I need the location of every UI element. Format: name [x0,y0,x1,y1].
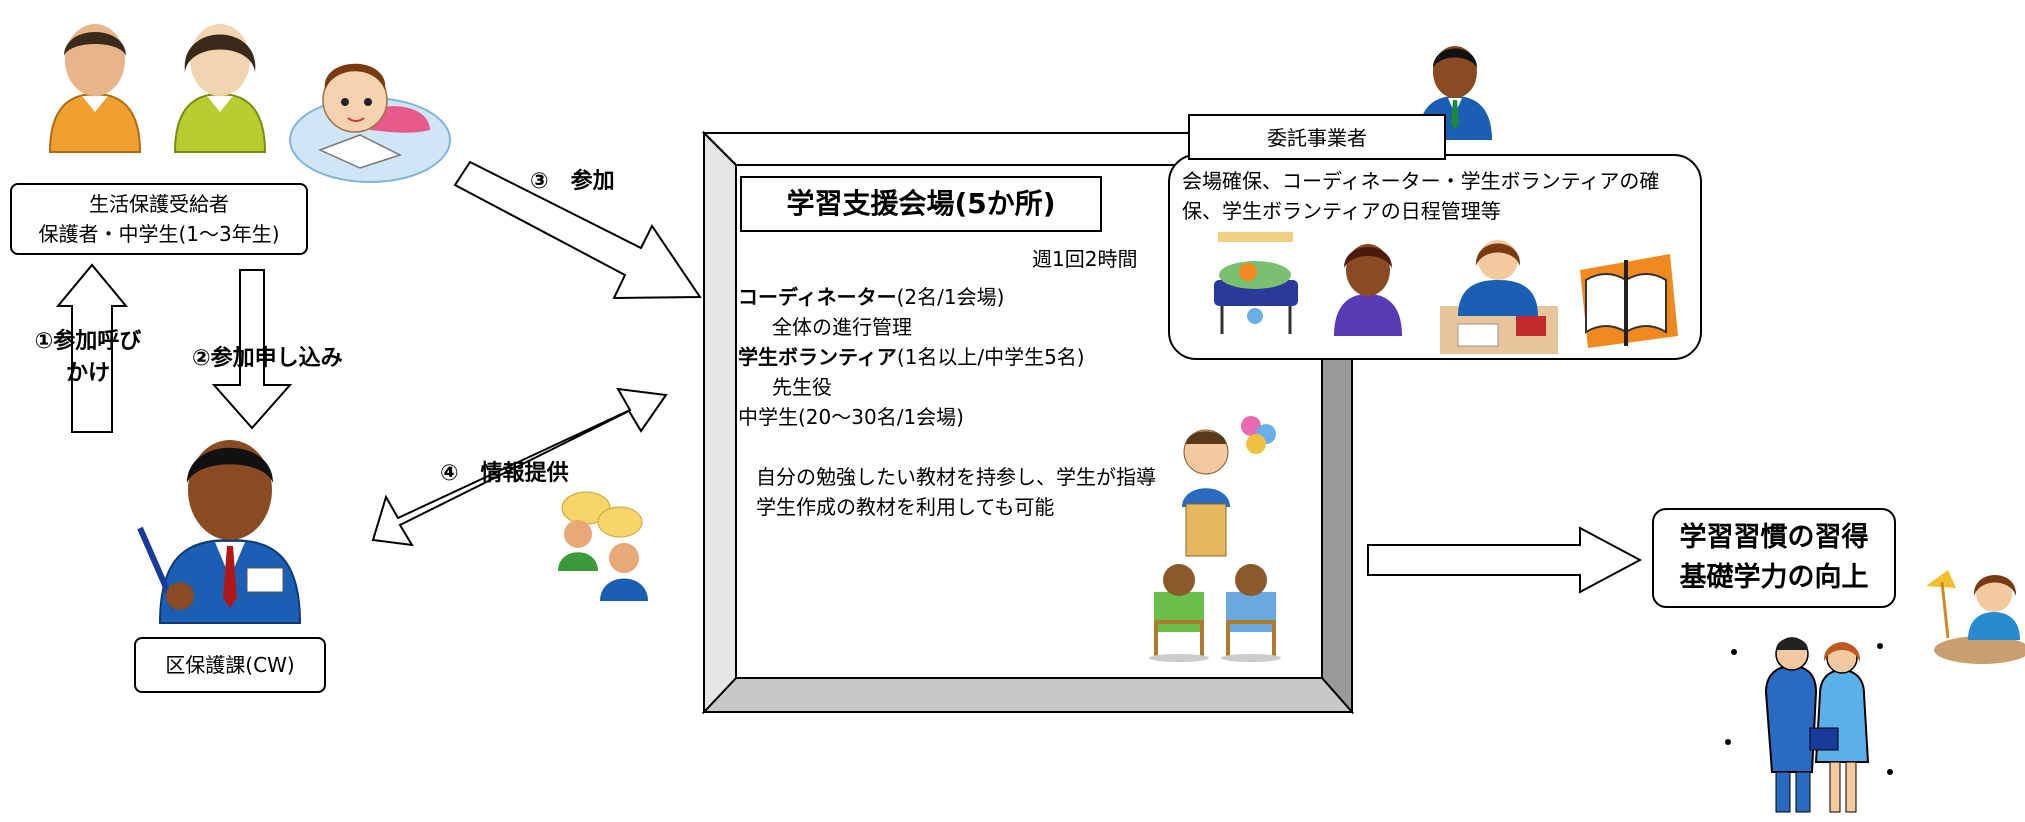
arrow-invite-up [55,263,129,433]
venue-title-box: 学習支援会場(5か所) [740,176,1102,232]
coordinator-row: コーディネーター(2名/1会場) [738,282,1085,312]
volunteer-row: 学生ボランティア(1名以上/中学生5名) [738,342,1085,372]
caseworker-icon [137,440,302,624]
meeting-people-icon [558,491,648,601]
students-couple-icon [1725,637,1893,813]
parent-female-icon [173,24,267,153]
study-girl-icon [1926,570,2025,664]
venue-details: コーディネーター(2名/1会場) 全体の進行管理 学生ボランティア(1名以上/中… [738,282,1085,432]
parent-male-icon [48,24,142,153]
outcome-line2: 基礎学力の向上 [1679,562,1869,593]
recipients-line2: 保護者・中学生(1～3年生) [38,222,280,246]
recipients-line1: 生活保護受給者 [89,192,229,216]
venue-note2: 学生作成の教材を利用しても可能 [756,495,1055,519]
volunteer-duty: 先生役 [772,375,832,399]
office-label: 区保護課(CW) [165,653,295,677]
volunteer-count: (1名以上/中学生5名) [896,345,1085,369]
contractor-label: 委託事業者 [1267,126,1367,150]
step2-label: ②参加申し込み [192,346,343,371]
step1-label: ①参加呼び かけ [24,326,152,390]
step4-label: ④ 情報提供 [440,461,569,486]
arrow-outcome [1367,526,1643,594]
students-row: 中学生(20～30名/1会場) [738,405,964,429]
recipients-box: 生活保護受給者 保護者・中学生(1～3年生) [10,183,308,255]
venue-schedule: 週1回2時間 [1032,247,1138,271]
coordinator-duty: 全体の進行管理 [772,315,912,339]
venue-notes: 自分の勉強したい教材を持参し、学生が指導 学生作成の教材を利用しても可能 [756,462,1156,522]
step1-line1: ①参加呼び [34,329,142,354]
outcome-box: 学習習慣の習得 基礎学力の向上 [1652,508,1896,608]
contractor-desc-line1: 会場確保、コーディネーター・学生ボランティアの確 [1182,169,1660,193]
contractor-desc-line2: 保、学生ボランティアの日程管理等 [1182,199,1501,223]
contractor-desc: 会場確保、コーディネーター・学生ボランティアの確 保、学生ボランティアの日程管理… [1182,166,1659,226]
venue-note1: 自分の勉強したい教材を持参し、学生が指導 [756,465,1156,489]
volunteer-role: 学生ボランティア [738,345,897,369]
office-box: 区保護課(CW) [134,637,326,693]
arrow-info-exchange [371,387,668,547]
venue-title: 学習支援会場(5か所) [786,187,1056,220]
classroom-teacher-icon [1149,416,1281,662]
student-volunteer-icon [1334,244,1402,336]
coordinator-count: (2名/1会場) [896,285,1005,309]
teacher-woman-icon [1440,240,1558,354]
step3-label: ③ 参加 [530,169,615,194]
party-table-icon [1214,232,1298,334]
coordinator-role: コーディネーター [738,285,897,309]
arrow-apply-down [211,269,293,430]
contractor-label-box: 委託事業者 [1188,114,1446,160]
outcome-line1: 学習習慣の習得 [1679,522,1869,553]
open-book-icon [1580,254,1678,348]
step1-line2: かけ [65,361,110,386]
child-reading-icon [289,63,451,183]
arrow-participate [453,160,702,300]
